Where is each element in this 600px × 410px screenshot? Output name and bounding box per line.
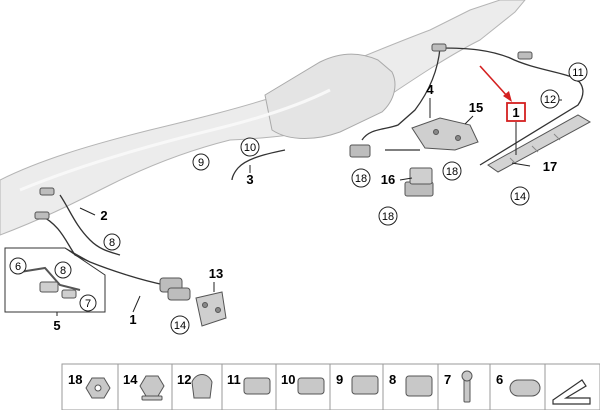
- strip-item-18: 18: [68, 372, 82, 387]
- callout-18b: 18: [446, 166, 458, 178]
- sensor-top-right: [431, 43, 447, 52]
- callout-16: 16: [381, 172, 395, 187]
- callout-circle-6: [9, 257, 27, 275]
- callout-11: 11: [572, 67, 583, 79]
- callout-circle-18b: [442, 161, 462, 181]
- strip-item-11: 11: [227, 372, 241, 387]
- callout-circle-10: [240, 137, 260, 157]
- exhaust-assembly: [0, 0, 526, 236]
- callout-3: 3: [246, 172, 253, 187]
- callout-1-highlighted: 1: [512, 105, 519, 120]
- callout-1: 1: [129, 312, 136, 327]
- holder-16: [409, 167, 433, 185]
- clip-icon-8: [405, 375, 433, 397]
- callout-circle-8a: [103, 233, 121, 251]
- bracket-13: [195, 291, 227, 327]
- callout-circle-9: [192, 153, 210, 171]
- callout-7: 7: [85, 298, 91, 310]
- connector-mid: [349, 144, 371, 158]
- callout-9: 9: [198, 157, 204, 169]
- pipe-highlight: [19, 88, 331, 192]
- callout-5: 5: [53, 318, 60, 333]
- highlight-arrow: [479, 65, 512, 102]
- strip-item-7: 7: [444, 372, 451, 387]
- bracket-15: [411, 117, 479, 151]
- callout-circle-14a: [510, 186, 530, 206]
- strip-item-14: 14: [123, 372, 138, 387]
- callout-circle-18c: [378, 206, 398, 226]
- callout-circle-8b: [54, 261, 72, 279]
- callout-10: 10: [244, 142, 256, 154]
- callout-8a: 8: [109, 237, 115, 249]
- sleeve-icon: [509, 379, 541, 397]
- strip-item-12: 12: [177, 372, 191, 387]
- catalytic-converter: [264, 53, 396, 139]
- sensor-parts: [34, 43, 533, 301]
- callout-6: 6: [15, 261, 21, 273]
- clip-icon-11: [243, 377, 271, 395]
- callout-17: 17: [543, 159, 557, 174]
- callout-12: 12: [544, 94, 556, 106]
- callout-18a: 18: [355, 173, 367, 185]
- callout-14b: 14: [174, 320, 186, 332]
- callout-circle-18a: [351, 168, 371, 188]
- hardware-strip: 18 14 12 11 10 9 8 7 6: [61, 363, 600, 410]
- sensor-left-top: [39, 187, 55, 196]
- callout-13: 13: [209, 266, 223, 281]
- sensor-far-right: [517, 51, 533, 60]
- strip-item-8: 8: [389, 372, 396, 387]
- callout-4: 4: [426, 82, 434, 97]
- arrow-icon: [552, 379, 591, 405]
- callouts: 1 1 2 3 4 5 13 15 16 17 10 9 18 18 18: [9, 62, 588, 335]
- detail-box-5: [4, 247, 106, 313]
- clip-icon-9: [351, 375, 379, 395]
- callout-2: 2: [100, 208, 107, 223]
- callout-circle-7: [79, 294, 97, 312]
- sensor-left-bottom: [34, 211, 50, 220]
- strip-item-9: 9: [336, 372, 343, 387]
- callout-18c: 18: [382, 211, 394, 223]
- callout-8b: 8: [60, 265, 66, 277]
- clip-icon-12: [191, 374, 213, 399]
- callout-circle-14b: [170, 315, 190, 335]
- callout-1-highlight-box: [506, 102, 526, 122]
- callout-14a: 14: [514, 191, 526, 203]
- rail-17: [487, 114, 592, 173]
- strip-item-10: 10: [281, 372, 295, 387]
- strip-item-6: 6: [496, 372, 503, 387]
- leader-lines: [56, 78, 579, 316]
- callout-circle-12: [540, 89, 560, 109]
- callout-circle-11: [568, 62, 588, 82]
- connector-plug-right: [167, 287, 191, 301]
- clip-icon-10: [297, 377, 325, 395]
- callout-15: 15: [469, 100, 483, 115]
